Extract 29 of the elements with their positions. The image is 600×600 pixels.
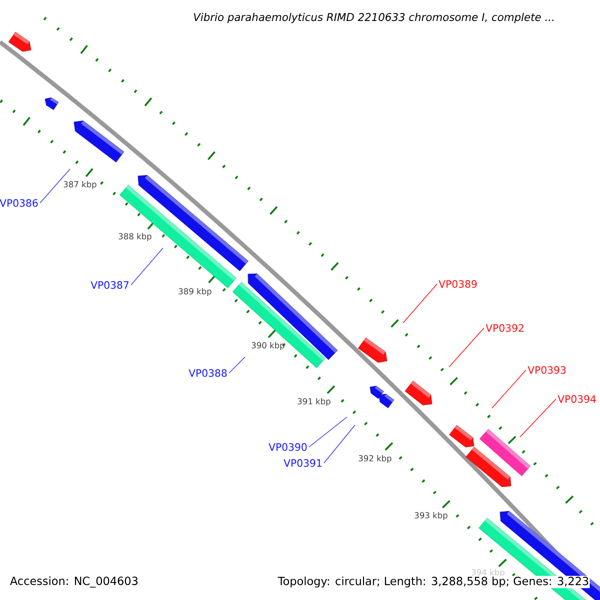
leader-line — [130, 248, 164, 286]
gene-label: VP0390 — [268, 443, 307, 451]
title: Vibrio parahaemolyticus RIMD 2210633 chromosome I, complete ... — [194, 12, 554, 24]
leader-line — [448, 328, 484, 368]
scale-label: 394 kbp — [472, 569, 504, 577]
scale-label: 389 kbp — [178, 288, 212, 296]
gene-label: VP0386 — [0, 199, 38, 207]
leader-line — [308, 416, 348, 448]
leader-line — [520, 398, 556, 438]
leader-line — [402, 284, 438, 324]
scale-label: 387 kbp — [64, 181, 96, 189]
gene-label: VP0393 — [528, 366, 566, 374]
scale-label: 390 kbp — [252, 342, 284, 350]
leader-line — [492, 370, 526, 408]
gene-label: VP0391 — [284, 459, 322, 467]
scale-label: 393 kbp — [414, 512, 448, 520]
scale-label: 391 kbp — [298, 398, 330, 406]
gene-label: VP0387 — [90, 281, 129, 289]
gene-label: VP0394 — [558, 395, 596, 403]
gene-label: VP0388 — [188, 369, 227, 377]
leader-line — [324, 424, 356, 464]
info-text: Topology: circular; Length: 3,288,558 bp; Genes: 3,223 — [277, 576, 590, 588]
gene-label: VP0392 — [486, 324, 524, 332]
scale-label: 388 kbp — [118, 233, 152, 241]
leader-line — [228, 356, 246, 374]
scale-label: 392 kbp — [358, 455, 392, 463]
gene-label: VP0389 — [438, 280, 477, 288]
info-text: Accession: NC_004603 — [9, 576, 140, 588]
leader-line — [40, 168, 70, 204]
